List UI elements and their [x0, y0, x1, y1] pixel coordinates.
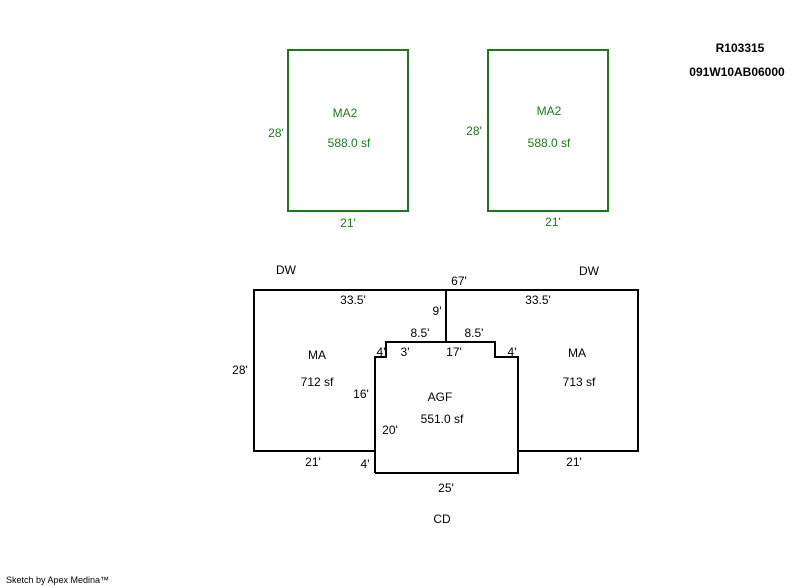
ma2-left-height-label: 28': [268, 126, 284, 140]
left-16-label: 16': [353, 387, 369, 401]
account-number: R103315: [716, 41, 765, 55]
left-height-label: 28': [232, 363, 248, 377]
ma2-left-width-label: 21': [340, 216, 356, 230]
left-3-label: 3': [401, 345, 410, 359]
ma2-left-code: MA2: [333, 106, 358, 120]
ma-right-area: 713 sf: [563, 375, 596, 389]
cd-label: CD: [433, 512, 451, 526]
ma2-right-height-label: 28': [466, 124, 482, 138]
left-20-label: 20': [382, 423, 398, 437]
ma-left-area: 712 sf: [301, 375, 334, 389]
ma2-right-area: 588.0 sf: [528, 136, 571, 150]
ma2-right-outline: [487, 49, 609, 212]
ma-left-code: MA: [308, 348, 326, 362]
agf-outline: [374, 341, 519, 474]
agf-area: 551.0 sf: [421, 412, 464, 426]
left-85-label: 8.5': [411, 326, 430, 340]
bottom-4-label: 4': [361, 457, 370, 471]
ma-right-code: MA: [568, 346, 586, 360]
dw-right-label: DW: [579, 264, 600, 278]
ma2-left-area: 588.0 sf: [328, 136, 371, 150]
right-85-label: 8.5': [465, 326, 484, 340]
main-outline: [253, 289, 639, 474]
dw-left-label: DW: [276, 263, 297, 277]
bottom-25-label: 25': [438, 481, 454, 495]
ma2-left-outline: [287, 49, 409, 212]
left-notch-label: 4': [377, 345, 386, 359]
right-notch-label: 4': [508, 345, 517, 359]
center-17-label: 17': [446, 345, 462, 359]
top-right-label: 33.5': [525, 293, 551, 307]
ma2-right-code: MA2: [537, 104, 562, 118]
top-left-label: 33.5': [340, 293, 366, 307]
bottom-left-21-label: 21': [305, 455, 321, 469]
center-drop-label: 9': [433, 304, 442, 318]
total-top-label: 67': [451, 274, 467, 288]
agf-code: AGF: [428, 390, 453, 404]
ma2-right-width-label: 21': [545, 215, 561, 229]
sketch-credit: Sketch by Apex Medina™: [6, 575, 109, 585]
parcel-number: 091W10AB06000: [689, 65, 785, 79]
bottom-right-21-label: 21': [566, 455, 582, 469]
